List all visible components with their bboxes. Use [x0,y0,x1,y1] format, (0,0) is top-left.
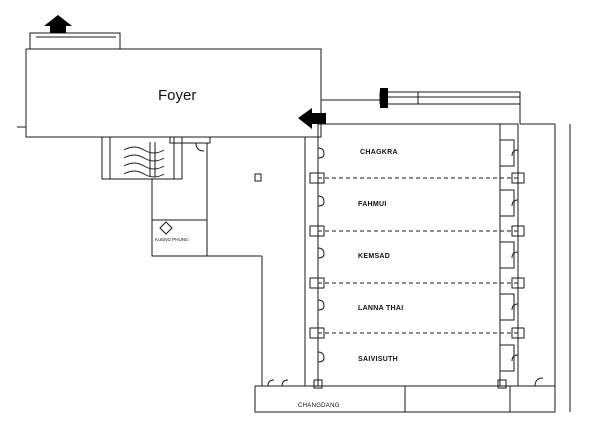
outer-right-wall [520,123,571,412]
side-entrance-arrow-icon [298,108,326,129]
room-label-lanna-thai: LANNA THAI [358,305,404,312]
entrance-arrow-icon [44,15,72,33]
room-label-kemsad: KEMSAD [358,253,390,260]
ballroom [309,123,525,389]
room-label-saivisuth: SAIVISUTH [358,356,398,363]
upper-corridor [379,88,521,124]
service-corridor [101,136,306,387]
foyer-label: Foyer [158,87,196,104]
room-label-chagkra: CHAGKRA [360,149,398,156]
room-label-kueng-phung: KUENG PHUNG [155,237,189,242]
door-marker-icon [380,88,388,108]
room-label-changdang: CHANGDANG [298,403,340,409]
room-label-fahmui: FAHMUI [358,201,387,208]
